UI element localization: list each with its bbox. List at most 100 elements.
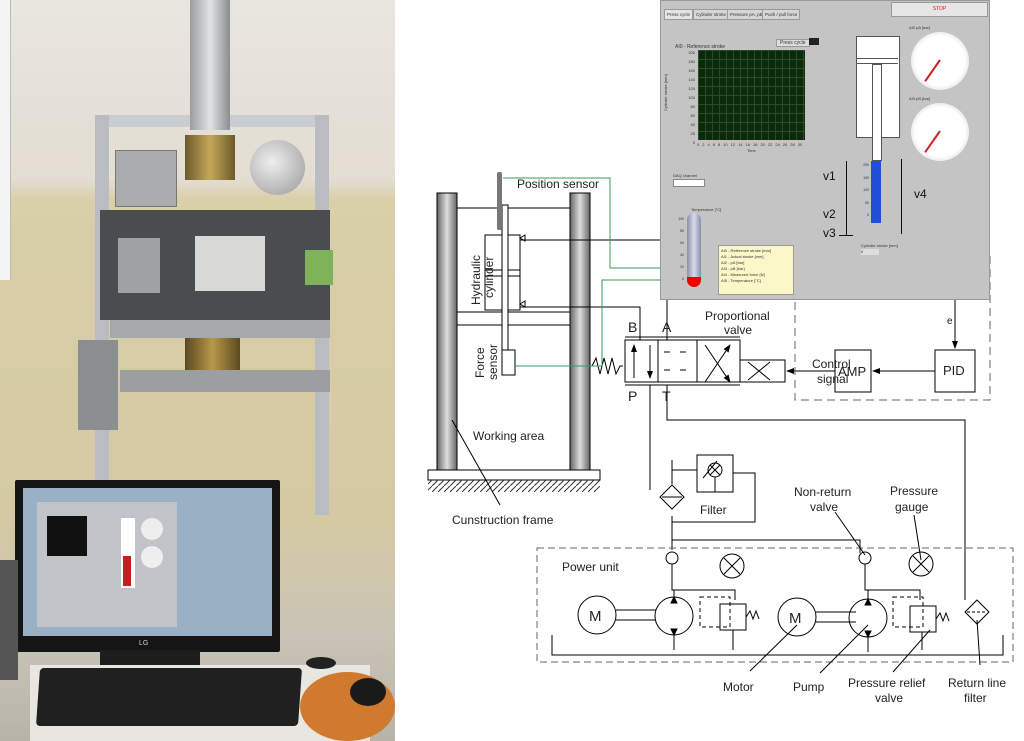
mouse	[350, 678, 386, 706]
label-pump: Pump	[793, 680, 825, 694]
monitor-logo: LG	[139, 640, 149, 647]
motor-1-symbol: M	[589, 608, 602, 625]
screen-gauge-1	[141, 518, 163, 540]
stroke-bar	[871, 161, 881, 223]
stroke-label: Cylinder stroke [mm]	[861, 243, 898, 248]
tab-press-cycle[interactable]: Press cycle	[664, 9, 694, 20]
port-b: B	[628, 319, 637, 335]
v3-tick	[839, 235, 853, 236]
label-pressure-gauge-1: Pressure	[890, 484, 938, 498]
labview-panel: Press cycle Cylinder stroke Pressure pA,…	[660, 0, 990, 300]
junction-box	[115, 150, 177, 207]
channel-legend: AI0 - Reference stroke [mm]AI1 - Actual …	[718, 245, 794, 295]
tab-force[interactable]: Push / pull force	[762, 9, 801, 20]
label-relief-valve-2: valve	[875, 691, 903, 705]
gauge-pb-needle	[924, 130, 941, 153]
frame-left-column	[436, 192, 458, 471]
position-signal-line	[503, 177, 660, 269]
rod-graphic	[872, 64, 882, 161]
port-p: P	[628, 388, 637, 404]
force-sensor	[501, 349, 516, 376]
label-return-filter-2: filter	[964, 691, 987, 705]
v4-label: v4	[914, 187, 927, 201]
proportional-valve	[624, 339, 741, 383]
screen-bar	[123, 556, 131, 586]
guide-rail	[78, 340, 118, 430]
chart-icon[interactable]	[809, 38, 819, 45]
motor-2	[777, 597, 817, 637]
frame-cross-bar	[110, 320, 330, 338]
frame-base	[427, 469, 601, 481]
label-hydraulic-cylinder-2: cylinder	[482, 257, 496, 298]
temperature-label: Temperature [°C]	[691, 207, 722, 212]
solenoid	[739, 359, 786, 383]
stroke-plot	[698, 50, 805, 140]
label-working-area: Working area	[473, 429, 544, 443]
press-cycle-button[interactable]: Press cycle	[776, 39, 810, 47]
label-hydraulic-cylinder-1: Hydraulic	[469, 255, 483, 305]
motor-1	[577, 595, 617, 635]
monitor: LG	[15, 480, 280, 652]
label-control-signal-2: signal	[817, 372, 848, 386]
working-table	[120, 370, 330, 392]
motor-2-symbol: M	[789, 610, 802, 627]
power-supply	[118, 238, 160, 293]
gauge-pa-needle	[924, 59, 941, 82]
v2-label: v2	[823, 207, 836, 221]
gauge-pa	[911, 32, 969, 90]
tab-pressure[interactable]: Pressure pA, pB	[727, 9, 766, 20]
plot-y-label: Cylinder stroke [mm]	[663, 74, 668, 111]
stroke-up-arrow	[901, 159, 902, 234]
amp-box	[834, 349, 872, 393]
cylinder-body	[185, 135, 235, 180]
valve-spring	[591, 356, 623, 376]
label-relief-valve-1: Pressure relief	[848, 676, 926, 690]
hydraulic-cylinder-photo	[190, 0, 230, 130]
piston-rod	[501, 204, 509, 351]
pid-label: PID	[943, 363, 965, 378]
label-return-filter-1: Return line	[948, 676, 1006, 690]
label-force-sensor-1: Force	[473, 347, 487, 378]
side-equipment	[0, 560, 18, 680]
port-t: T	[662, 388, 671, 404]
label-filter: Filter	[700, 503, 727, 517]
v3-label: v3	[823, 226, 836, 240]
puck	[306, 657, 336, 669]
label-proportional-valve-1: Proportional	[705, 309, 770, 323]
daq-channel-select[interactable]	[673, 179, 705, 187]
daq-modules	[195, 236, 265, 291]
tab-cylinder-stroke[interactable]: Cylinder stroke	[693, 9, 730, 20]
label-construction-frame: Cunstruction frame	[452, 513, 554, 527]
stroke-value: 0	[861, 249, 879, 255]
monitor-screen	[23, 488, 272, 636]
error-label: e	[947, 316, 953, 327]
accumulator	[250, 140, 305, 195]
screen-gauge-2	[141, 546, 163, 568]
label-motor: Motor	[723, 680, 754, 694]
thermometer	[687, 213, 701, 287]
plot-x-label: Time	[747, 148, 756, 153]
power-unit-boundary	[536, 547, 1014, 663]
thermometer-fill	[687, 277, 701, 287]
stop-button[interactable]: STOP	[891, 2, 988, 17]
daq-label: DAQ channel	[673, 173, 697, 178]
label-non-return-1: Non-return	[794, 485, 851, 499]
screen-plot	[47, 516, 87, 556]
gauge-pb	[911, 103, 969, 161]
force-signal-line	[515, 279, 660, 367]
v1-label: v1	[823, 169, 836, 183]
label-position-sensor: Position sensor	[517, 177, 599, 191]
label-control-signal-1: Control	[812, 357, 851, 371]
gauge-pa-label: AI2 pA [bar]	[909, 25, 930, 30]
label-non-return-2: valve	[810, 500, 838, 514]
label-force-sensor-2: sensor	[486, 344, 500, 380]
frame-right-column	[569, 192, 591, 471]
chart-title: AI0 - Reference stroke	[675, 44, 726, 50]
amplifier-module	[305, 250, 333, 285]
label-pressure-gauge-2: gauge	[895, 500, 929, 514]
gauge-pb-label: AI3 pB [bar]	[909, 96, 931, 101]
pid-box	[934, 349, 976, 393]
piston-graphic	[856, 58, 898, 64]
